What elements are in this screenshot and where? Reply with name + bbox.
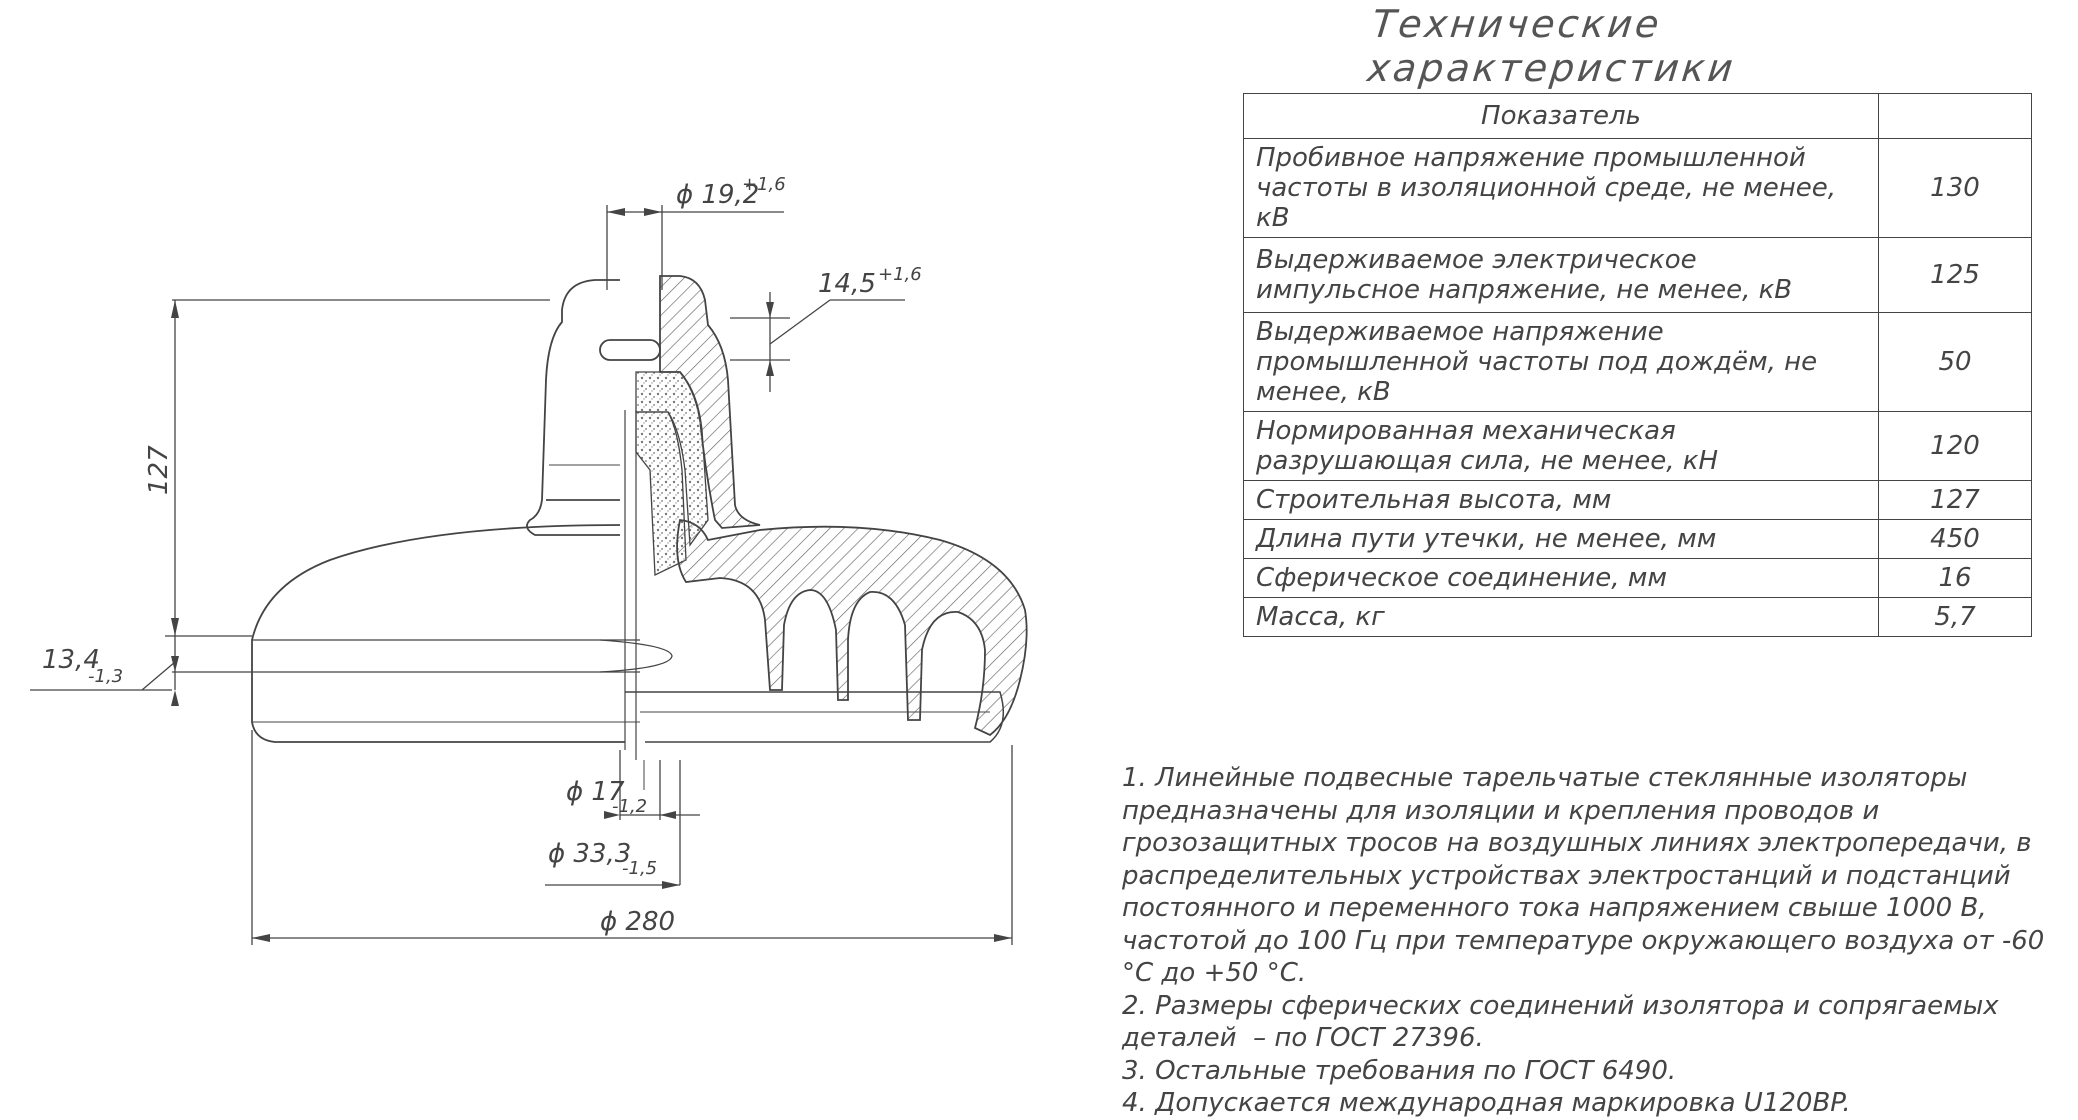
table-header-value — [1878, 93, 2032, 139]
dimension-labels: ϕ 19,2 +1,6 14,5 +1,6 127 13,4 -1,3 ϕ 17… — [42, 174, 922, 937]
table-row: Пробивное напряжение промышленной частот… — [1243, 138, 2032, 238]
row-name: Пробивное напряжение промышленной частот… — [1243, 138, 1879, 238]
dim-pin-diameter-tol: -1,2 — [612, 796, 647, 817]
row-value: 50 — [1878, 312, 2032, 412]
row-name: Строительная высота, мм — [1243, 480, 1879, 520]
dim-pin2-diameter-tol: -1,5 — [622, 858, 657, 879]
row-value: 130 — [1878, 138, 2032, 238]
table-row: Длина пути утечки, не менее, мм 450 — [1243, 519, 2032, 559]
insulator-drawing: ϕ 19,2 +1,6 14,5 +1,6 127 13,4 -1,3 ϕ 17… — [30, 174, 1028, 945]
dim-edge: 13,4 — [42, 645, 100, 675]
table-row: Нормированная механическая разрушающая с… — [1243, 411, 2032, 481]
note-3: 3. Остальные требования по ГОСТ 6490. — [1122, 1055, 1677, 1086]
dim-edge-tol: -1,3 — [88, 666, 123, 687]
row-value: 5,7 — [1878, 597, 2032, 637]
dim-cap-diameter: ϕ 19,2 — [676, 180, 759, 210]
row-name: Длина пути утечки, не менее, мм — [1243, 519, 1879, 559]
row-name: Нормированная механическая разрушающая с… — [1243, 411, 1879, 481]
note-4: 4. Допускается международная маркировка … — [1122, 1088, 1851, 1118]
table-row: Выдерживаемое напряжение промышленной ча… — [1243, 312, 2032, 412]
dim-total-diameter: ϕ 280 — [600, 907, 675, 937]
dim-pin2-diameter: ϕ 33,3 — [548, 839, 631, 869]
dim-slot: 14,5 — [818, 269, 876, 299]
spec-table: Показатель Пробивное напряжение промышле… — [1243, 93, 2032, 637]
row-name: Сферическое соединение, мм — [1243, 558, 1879, 598]
row-name: Выдерживаемое напряжение промышленной ча… — [1243, 312, 1879, 412]
note-2: 2. Размеры сферических соединений изолят… — [1122, 990, 2007, 1054]
dim-slot-tol: +1,6 — [878, 264, 922, 285]
table-row: Выдерживаемое электрическое импульсное н… — [1243, 237, 2032, 313]
table-row: Масса, кг 5,7 — [1243, 597, 2032, 637]
dimension-arrows — [171, 208, 1012, 942]
table-header-name: Показатель — [1243, 93, 1879, 139]
notes-block: 1. Линейные подвесные тарельчатые стекля… — [1122, 762, 2072, 1120]
row-value: 127 — [1878, 480, 2032, 520]
row-name: Масса, кг — [1243, 597, 1879, 637]
insulator-outline — [251, 279, 673, 790]
row-value: 450 — [1878, 519, 2032, 559]
spec-title: Технические характеристики — [1365, 2, 1738, 90]
insulator-section — [625, 275, 1028, 743]
row-value: 16 — [1878, 558, 2032, 598]
note-1: 1. Линейные подвесные тарельчатые стекля… — [1122, 763, 2053, 988]
table-header-row: Показатель — [1243, 93, 2032, 139]
row-value: 120 — [1878, 411, 2032, 481]
row-name: Выдерживаемое электрическое импульсное н… — [1243, 237, 1879, 313]
dim-cap-diameter-tol: +1,6 — [742, 174, 786, 195]
row-value: 125 — [1878, 237, 2032, 313]
dim-pin-diameter: ϕ 17 — [566, 777, 625, 807]
table-row: Строительная высота, мм 127 — [1243, 480, 2032, 520]
dim-height: 127 — [144, 445, 174, 495]
table-row: Сферическое соединение, мм 16 — [1243, 558, 2032, 598]
